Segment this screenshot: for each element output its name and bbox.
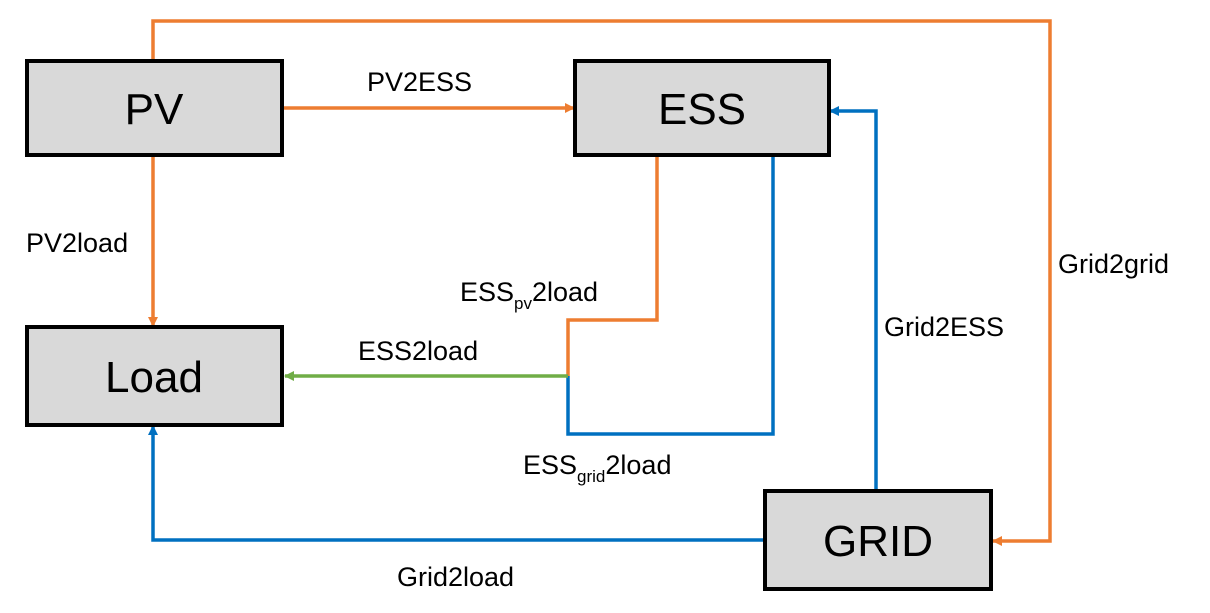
grid2ess-label: Grid2ESS — [884, 312, 1004, 342]
ess-pv2load-label-main: ESS — [460, 277, 514, 307]
ess-pv2load-label: ESSpv2load — [460, 277, 598, 313]
ess-pv2load-label-rest: 2load — [532, 277, 598, 307]
grid-node: GRID — [763, 489, 993, 591]
ess-grid2load-label: ESSgrid2load — [523, 450, 671, 486]
pv2ess-label: PV2ESS — [367, 67, 472, 97]
grid2load-connector — [148, 425, 764, 542]
grid2ess-connector — [829, 106, 878, 491]
pv-node-label: PV — [125, 85, 184, 134]
ess-pv2load-connector — [566, 155, 659, 376]
load-node-label: Load — [105, 353, 203, 402]
ess-grid2load-label-sub: grid — [577, 467, 605, 486]
pv-node: PV — [25, 59, 284, 157]
grid2grid-label: Grid2grid — [1058, 249, 1169, 279]
load-node: Load — [25, 325, 284, 427]
pv2load-label: PV2load — [26, 228, 128, 258]
ess2load-label: ESS2load — [358, 336, 478, 366]
ess-grid2load-label-rest: 2load — [605, 450, 671, 480]
ess-node: ESS — [573, 59, 831, 157]
ess-grid2load-label-main: ESS — [523, 450, 577, 480]
grid-node-label: GRID — [823, 517, 933, 566]
grid2grid-connector — [151, 19, 1052, 546]
ess-grid2load-connector — [566, 155, 775, 436]
ess-pv2load-label-sub: pv — [514, 294, 532, 313]
grid2load-label: Grid2load — [397, 562, 514, 592]
ess-node-label: ESS — [658, 85, 746, 134]
